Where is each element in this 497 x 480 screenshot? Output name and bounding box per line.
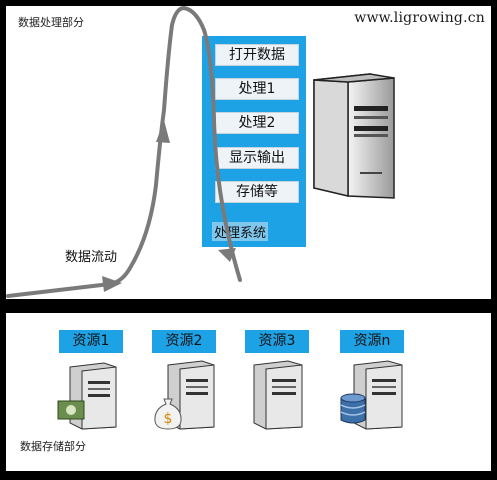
server-icon: [253, 360, 303, 430]
resource-3-label: 资源3: [245, 330, 309, 353]
step-process-2: 处理2: [215, 112, 299, 134]
money-bag-icon: $: [154, 398, 182, 430]
data-processing-panel: 数据处理部分 www.ligrowing.cn 打开数据 处理1 处理2 显示输…: [6, 6, 491, 299]
resource-n-label: 资源n: [340, 330, 404, 353]
processing-system-box: 打开数据 处理1 处理2 显示输出 存储等 处理系统: [202, 36, 306, 247]
step-display-output: 显示输出: [215, 147, 299, 169]
resource-2-label: 资源2: [152, 330, 216, 353]
data-storage-panel: 资源1 资源2 资源3 资源n $: [6, 313, 491, 471]
step-storage: 存储等: [215, 181, 299, 203]
database-icon: [340, 393, 366, 424]
processing-section-label: 数据处理部分: [18, 16, 84, 29]
step-process-1: 处理1: [215, 78, 299, 100]
svg-text:$: $: [164, 411, 173, 427]
storage-section-label: 数据存储部分: [20, 440, 86, 453]
money-bill-icon: [57, 400, 85, 420]
data-flow-label: 数据流动: [65, 250, 118, 265]
server-icon: [313, 73, 395, 199]
step-open-data: 打开数据: [215, 44, 299, 66]
resource-1-label: 资源1: [59, 330, 123, 353]
watermark-text: www.ligrowing.cn: [354, 10, 485, 26]
